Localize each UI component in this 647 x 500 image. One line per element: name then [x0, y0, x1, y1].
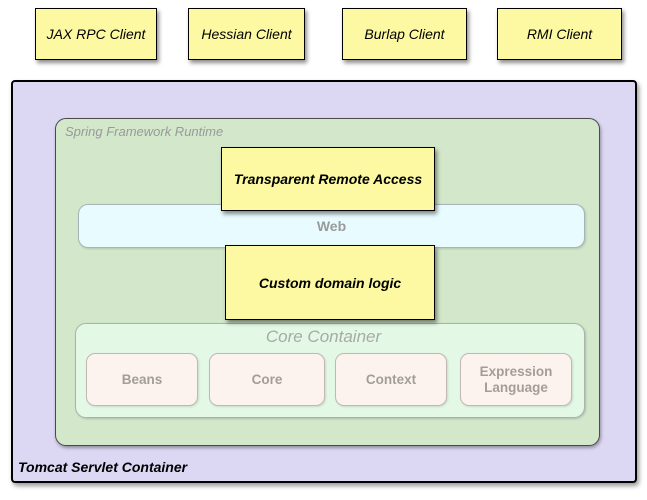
box-jax-rpc-client-label: JAX RPC Client — [46, 26, 146, 42]
module-expression-language: Expression Language — [460, 353, 572, 406]
tomcat-servlet-container-label: Tomcat Servlet Container — [18, 459, 188, 475]
module-beans: Beans — [86, 353, 198, 406]
custom-domain-logic-label: Custom domain logic — [258, 274, 402, 291]
module-core: Core — [209, 353, 325, 406]
module-expression-language-label: Expression Language — [479, 363, 553, 395]
module-context-label: Context — [365, 371, 417, 387]
box-jax-rpc-client: JAX RPC Client — [35, 8, 157, 60]
module-beans-label: Beans — [121, 371, 163, 387]
web-layer-label: Web — [316, 218, 347, 234]
module-context: Context — [335, 353, 447, 406]
box-hessian-client: Hessian Client — [188, 8, 305, 60]
box-burlap-client-label: Burlap Client — [364, 26, 445, 42]
box-hessian-client-label: Hessian Client — [201, 26, 292, 42]
spring-framework-runtime-label: Spring Framework Runtime — [65, 124, 224, 139]
box-burlap-client: Burlap Client — [342, 8, 467, 60]
box-rmi-client-label: RMI Client — [526, 26, 593, 42]
box-rmi-client: RMI Client — [497, 8, 622, 60]
box-transparent-remote-access: Transparent Remote Access — [221, 147, 435, 211]
module-core-label: Core — [251, 371, 283, 387]
box-custom-domain-logic: Custom domain logic — [225, 245, 435, 320]
core-container-label: Core Container — [265, 327, 382, 346]
transparent-remote-access-label: Transparent Remote Access — [233, 171, 423, 187]
